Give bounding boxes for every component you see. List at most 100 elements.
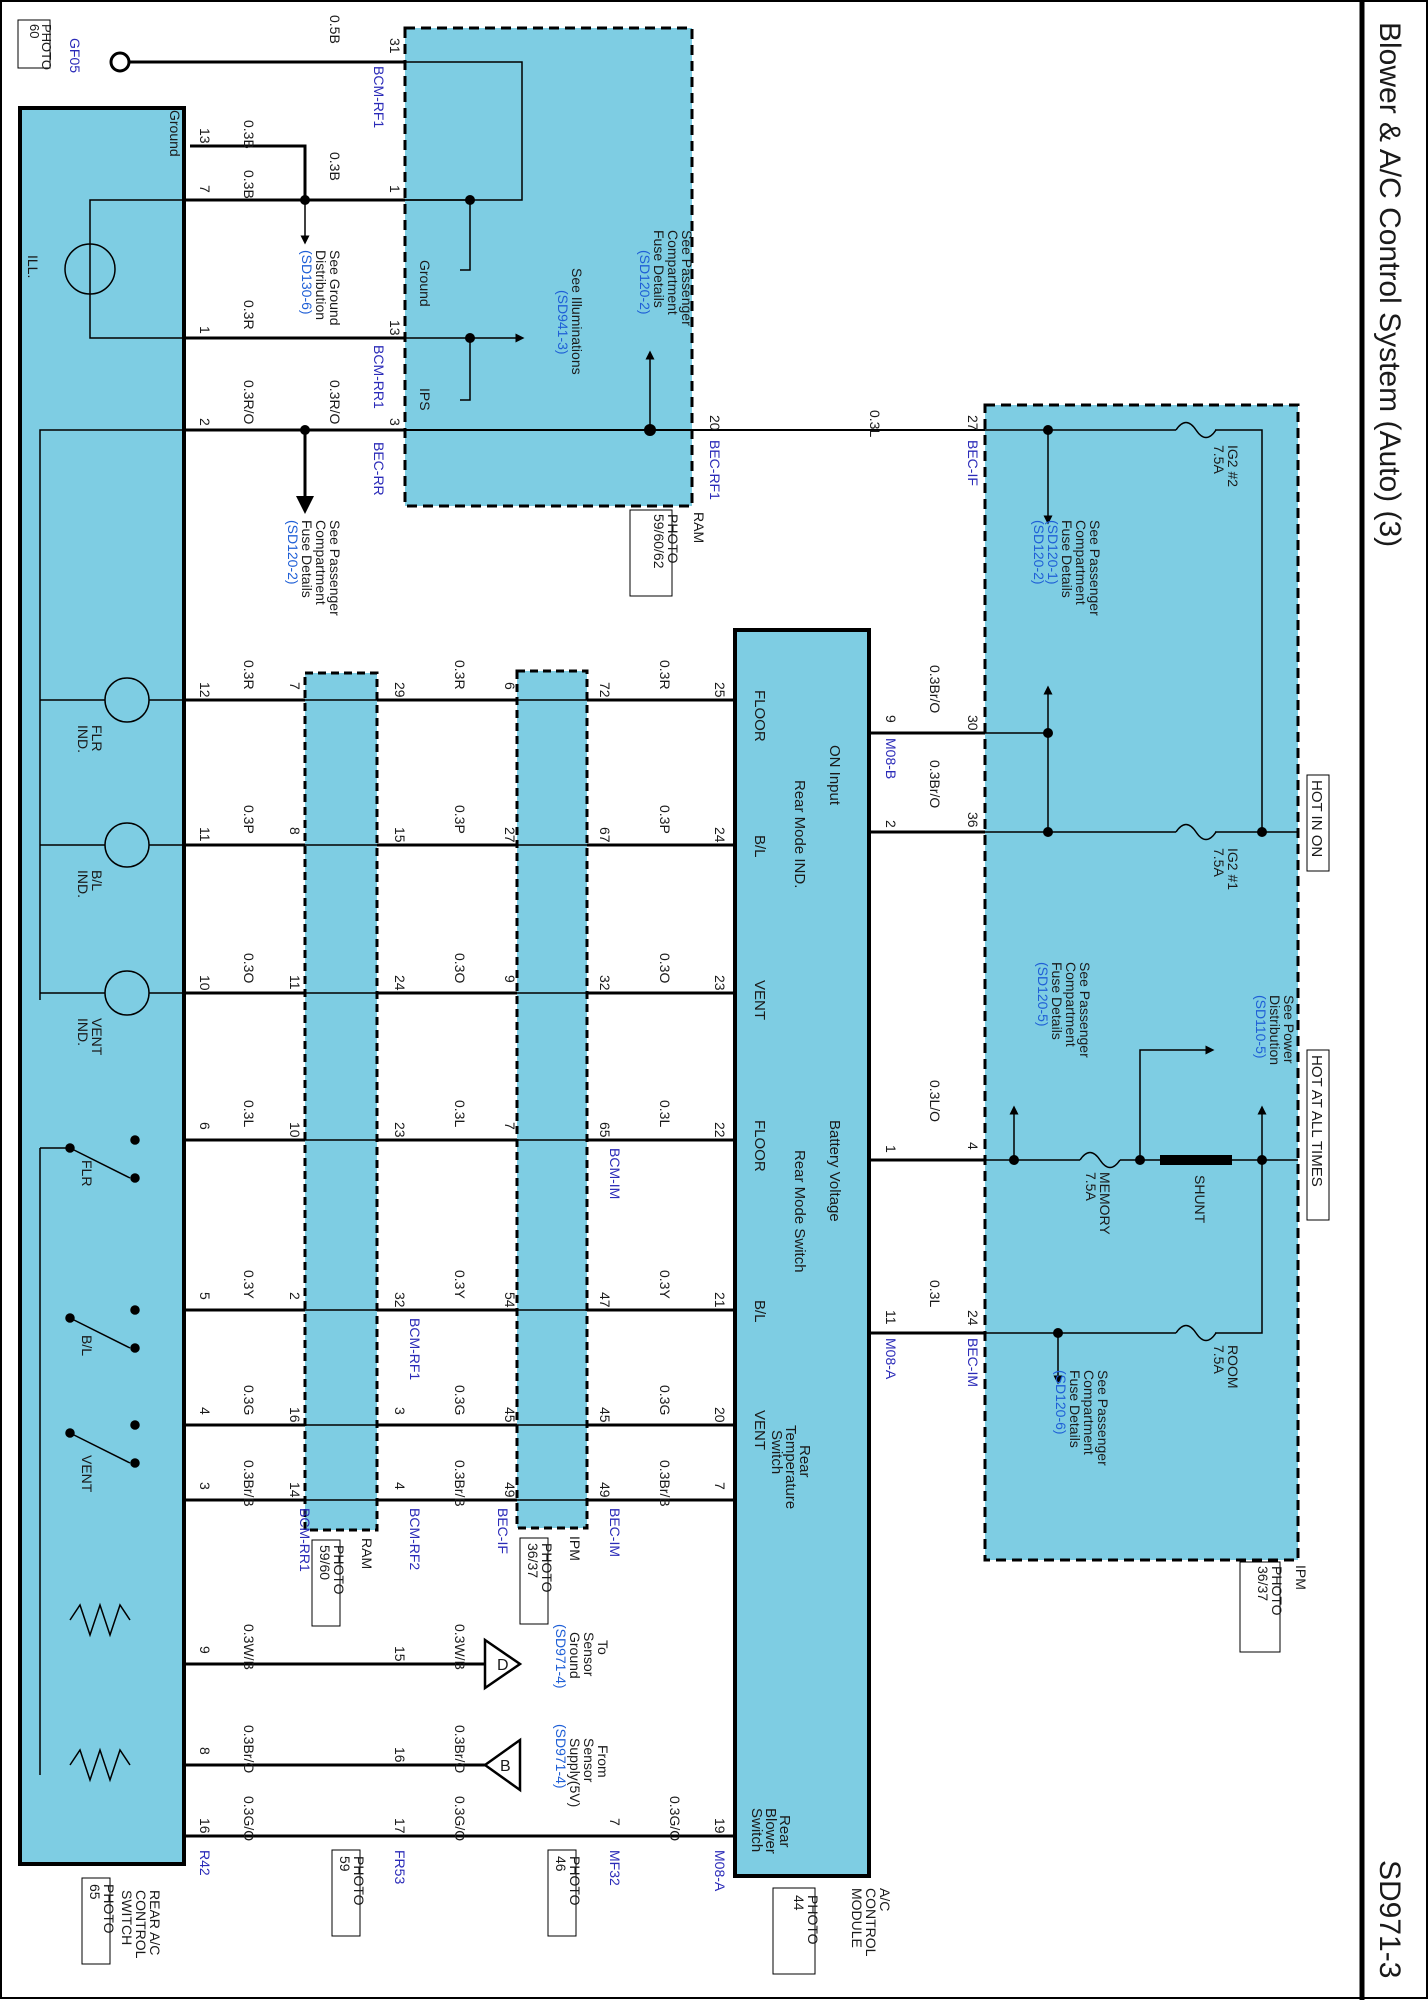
pin-label: 4 [392,1482,408,1490]
ipm-see-power-1: See Power [1281,995,1297,1064]
pin-label: 10 [287,1122,303,1138]
ipm-see-fuse-bot-ref[interactable]: (SD120-6) [1053,1370,1069,1435]
ac-module-name-1: A/C [877,1888,893,1911]
pin-label: 67 [597,827,613,843]
ipm-right-photo-box [1239,1561,1281,1653]
pin-label: 16 [392,1747,408,1763]
pin-label: 29 [392,682,408,698]
wire-0-3l-top: 0.3L [867,410,883,437]
wire-color-label: 0.3Br/B [241,1460,257,1507]
wire-color-label: 0.3P [657,805,673,834]
pin-label: 20 [712,1407,728,1423]
bec-see-fuse-ref[interactable]: (SD120-2) [285,520,301,585]
ram-bot-photo-box [311,1539,341,1627]
mf32-photo: PHOTO [567,1856,583,1906]
pin-27: 27 [965,415,981,431]
hot-at-all-times-box [1306,1049,1330,1221]
pin-label: 54 [502,1292,518,1308]
shunt-label: SHUNT [1192,1175,1208,1224]
pin-label: 49 [597,1482,613,1498]
wire-color-label: 0.3O [657,953,673,983]
wire-color-label: 0.3R [657,660,673,690]
wire-0-3bro-36: 0.3Br/O [927,760,943,808]
flr-ind-label-2: IND. [75,725,91,753]
ram-module-top[interactable] [403,26,694,508]
ram-see-fuse-3: Fuse Details [651,230,667,308]
ipm-mid-photo-box [519,1537,549,1625]
ram-ips-label: IPS [417,388,433,411]
rear-temp-3: Switch [768,1430,785,1474]
pin-13-bcm: 13 [387,320,403,336]
pin-label: 72 [597,682,613,698]
pin-label: 9 [502,975,518,983]
wire-0-3b-b: 0.3B [241,170,257,199]
indicator-lamps [104,677,150,1016]
ipm-right-photo: PHOTO [1269,1566,1285,1616]
vent-ind-label-2: IND. [75,1018,91,1046]
tri-d-label: D [497,1657,509,1674]
wire-color-label: 0.3G [241,1385,257,1415]
pin-1-battery: 1 [883,1145,899,1153]
conn-mf32: MF32 [607,1850,623,1886]
mod-vent-2: VENT [751,1410,768,1450]
vent-ind-lamp-icon [104,970,150,1016]
from-sensor-ref[interactable]: (SD971-4) [553,1724,569,1789]
ipm-module-strip[interactable] [515,669,589,1530]
fuse-memory-amp: 7.5A [1083,1172,1099,1201]
ipm-module-wires [869,731,985,1335]
pin-label: 7 [607,1818,623,1826]
bl-ind-lamp-icon [104,822,150,868]
ipm-see-fuse-top-ref1[interactable]: (SD120-1) [1045,520,1061,585]
pin-label: 7 [287,682,303,690]
pin-label: 3 [392,1407,408,1415]
pin-label: 5 [197,1292,213,1300]
ipm-see-fuse-mid-ref[interactable]: (SD120-5) [1035,962,1051,1027]
potentiometer-icons [69,1602,131,1783]
pin-label: 19 [712,1818,728,1834]
ipm-see-power-ref[interactable]: (SD110-5) [1253,995,1269,1059]
to-sensor-ref[interactable]: (SD971-4) [553,1624,569,1689]
on-input-label: ON Input [826,745,843,806]
wire-color-label: 0.3Br/O [452,1725,468,1773]
ram-see-fuse-ref[interactable]: (SD120-2) [637,250,653,315]
ipm-see-fuse-top-1: See Passenger [1087,520,1103,616]
pin-label: 23 [712,975,728,991]
fr53-photo-num: 59 [337,1856,353,1872]
rear-ac-photo-box [81,1877,111,1965]
wire-color-label: 0.3W/B [452,1624,468,1670]
pin-2-m08b: 2 [883,820,899,828]
wire-0-3ro-a: 0.3R/O [241,380,257,424]
conn-bcm-im: BCM-IM [607,1148,623,1199]
ram-top-photo-num: 59/60/62 [651,514,667,569]
ipm-module[interactable] [983,403,1300,1562]
fr53-photo: PHOTO [351,1856,367,1906]
rear-ac-control-switch[interactable] [18,106,186,1866]
mod-bl-2: B/L [751,1300,768,1323]
ram-see-illum-ref[interactable]: (SD941-3) [555,290,571,355]
pin-30: 30 [965,715,981,731]
see-ground-ref[interactable]: (SD130-6) [299,250,315,315]
conn-bcm-rf1-row: BCM-RF1 [407,1318,423,1380]
mod-floor-2: FLOOR [751,1120,768,1172]
ipm-right-photo-num: 36/37 [1255,1566,1271,1601]
ram-bot-name: RAM [359,1538,375,1569]
ram-module-strip[interactable] [303,671,379,1532]
ipm-see-fuse-top-ref2[interactable]: (SD120-2) [1031,520,1047,585]
wire-color-label: 0.3P [452,805,468,834]
flr-ind-lamp-icon [104,677,150,723]
fuse-memory-label: MEMORY [1097,1172,1113,1235]
wire-color-label: 0.3Y [657,1270,673,1299]
hot-at-all-times-label: HOT AT ALL TIMES [1308,1055,1325,1187]
gf05-photo-num: 60 [27,24,42,38]
ipm-see-fuse-mid-3: Fuse Details [1049,962,1065,1040]
wire-color-label: 0.3G/O [452,1796,468,1841]
battery-voltage-label: Battery Voltage [826,1120,843,1222]
ram-top-photo-box [629,509,673,597]
ac-control-module[interactable] [733,628,871,1878]
rear-ac-name-2: CONTROL [133,1890,149,1959]
pin-1-ill: 1 [197,326,213,334]
bl-ind-label-1: B/L [89,870,105,891]
fuse-ig2-2-amp: 7.5A [1211,445,1227,474]
mf32-photo-box [547,1849,577,1937]
conn-bcm-rr1: BCM-RR1 [371,345,387,409]
